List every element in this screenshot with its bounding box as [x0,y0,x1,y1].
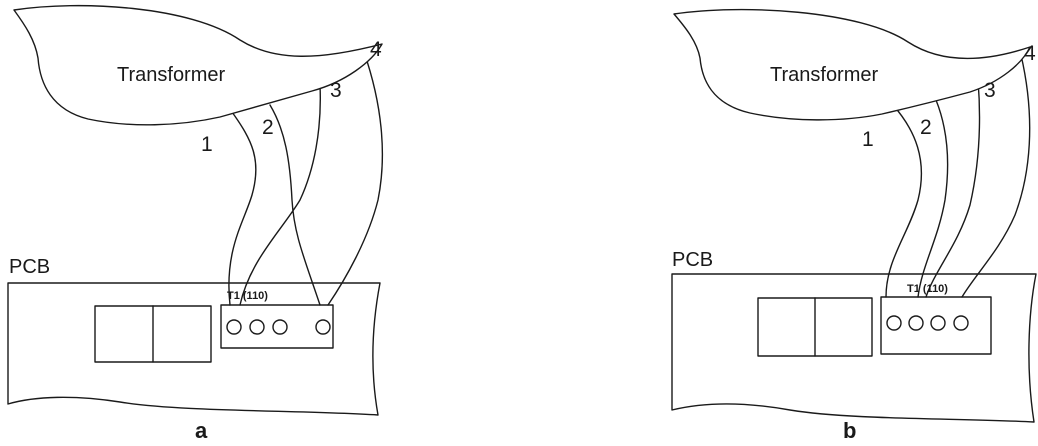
wire-b-2 [917,99,949,298]
wire-number-b-1: 1 [862,128,874,151]
wire-a-2 [269,104,321,306]
wire-number-a-2: 2 [262,116,274,139]
terminal-label-a: T1 (110) [227,290,268,302]
pcb-board-b [671,273,1037,423]
wire-a-1 [228,111,257,306]
transformer-b [673,8,1031,121]
terminal-hole-b-1 [886,315,902,331]
transformer-a [13,4,383,126]
pcb-label-a: PCB [9,256,50,278]
caption-b: b [843,418,856,443]
terminal-block-b [880,296,992,355]
wire-b-3 [925,79,981,298]
pcb-label-b: PCB [672,249,713,271]
terminal-hole-b-2 [908,315,924,331]
terminal-label-b: T1 (110) [907,283,948,295]
terminal-hole-a-1 [226,319,242,335]
terminal-hole-a-4 [315,319,331,335]
terminal-block-a [220,304,334,349]
terminal-hole-b-3 [930,315,946,331]
wire-b-1 [885,104,923,298]
wire-number-a-4: 4 [370,38,382,61]
terminal-hole-a-3 [272,319,288,335]
caption-a: a [195,418,208,443]
wire-a-4 [327,51,384,306]
panel-b: PCB T1 (110) Transformer 1 2 3 4 b [671,8,1037,443]
wire-number-b-2: 2 [920,116,932,139]
wire-number-a-1: 1 [201,133,213,156]
wire-number-b-4: 4 [1024,42,1036,65]
transformer-label-b: Transformer [770,64,879,86]
wire-b-4 [961,54,1031,298]
wire-number-b-3: 3 [984,79,996,102]
panel-a: PCB T1 (110) Transformer 1 2 3 4 a [7,4,384,443]
terminal-hole-b-4 [953,315,969,331]
wire-number-a-3: 3 [330,79,342,102]
terminal-hole-a-2 [249,319,265,335]
wire-a-3 [239,84,322,306]
transformer-label-a: Transformer [117,64,226,86]
pcb-board-a [7,282,381,416]
